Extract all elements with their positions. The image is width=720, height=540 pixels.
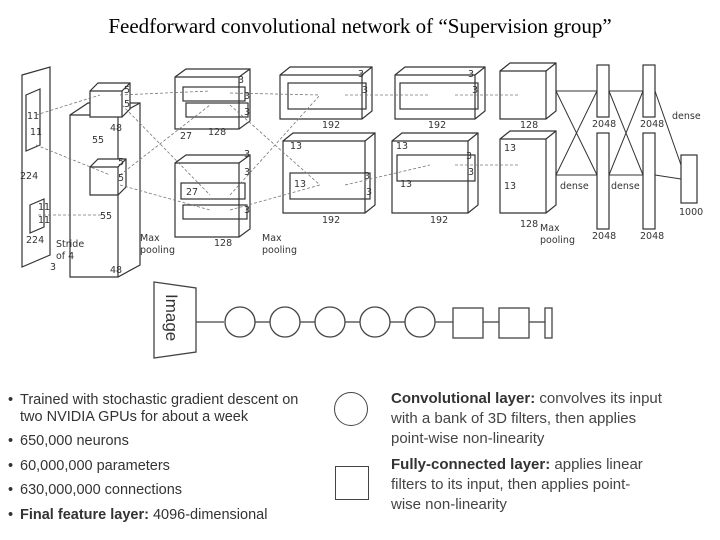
label-c3-3d: 3: [366, 187, 372, 198]
conv4-top: [394, 66, 486, 120]
fc-node-2: [498, 307, 530, 339]
label-c4-192b: 192: [430, 215, 448, 226]
label-fc-dense-c: dense: [672, 111, 701, 122]
conv-node-5: [404, 306, 436, 338]
slide-title: Feedforward convolutional network of “Su…: [108, 14, 612, 38]
label-c2-27b: 27: [186, 187, 198, 198]
label-c2-3f: 3: [244, 205, 250, 216]
label-c5-128a: 128: [520, 120, 538, 131]
conv-node-1: [224, 306, 256, 338]
input-slab: [21, 66, 51, 268]
label-c2-128a: 128: [208, 127, 226, 138]
label-c1-55a: 55: [92, 135, 104, 146]
bullet-item: •650,000 neurons: [8, 433, 129, 449]
conv2-bottom: [174, 154, 251, 238]
label-fc-2048d: 2048: [640, 231, 664, 242]
conv5-bottom: [499, 130, 557, 214]
bullet-continuation: two NVIDIA GPUs for about a week: [20, 409, 249, 425]
label-stride-of-4: of 4: [56, 251, 74, 262]
label-in-224-v: 224: [20, 171, 38, 182]
conv4-bottom: [391, 132, 479, 214]
label-fc-2048b: 2048: [640, 119, 664, 130]
label-c3-3c: 3: [364, 171, 370, 182]
label-c2-3b: 3: [244, 91, 250, 102]
bullet-item: •60,000,000 parameters: [8, 458, 170, 474]
bullet-item: •Final feature layer: 4096-dimensional: [8, 507, 268, 523]
label-c1-48a: 48: [110, 123, 122, 134]
label-c2-3d: 3: [244, 149, 250, 160]
label-pool3b: pooling: [540, 235, 575, 246]
fc6-top: [596, 64, 610, 118]
bullet-item: •Trained with stochastic gradient descen…: [8, 392, 299, 408]
label-c1-5c: 5: [118, 157, 124, 168]
label-c3-192a: 192: [322, 120, 340, 131]
bullet-item: •630,000,000 connections: [8, 482, 183, 498]
label-c1-48b: 48: [110, 265, 122, 276]
conv5-top: [499, 62, 557, 120]
label-pool2b: pooling: [262, 245, 297, 256]
label-c1-5a: 5: [124, 85, 130, 96]
label-fc-2048a: 2048: [592, 119, 616, 130]
label-pool2a: Max: [262, 233, 282, 244]
label-c1-5b: 5: [124, 99, 130, 110]
label-c3-13b: 13: [294, 179, 306, 190]
conv-legend-text: Convolutional layer: convolves its input…: [391, 390, 662, 447]
pipeline-diagram: Image: [153, 281, 553, 359]
label-c2-3a: 3: [238, 75, 244, 86]
conv-node-2: [269, 306, 301, 338]
label-c4-13a: 13: [396, 141, 408, 152]
label-c5-13a: 13: [504, 143, 516, 154]
label-fc-1000: 1000: [679, 207, 703, 218]
label-c3-192b: 192: [322, 215, 340, 226]
label-c2-3c: 3: [244, 107, 250, 118]
fc8: [680, 154, 698, 204]
label-pool1a: Max: [140, 233, 160, 244]
conv-node-3: [314, 306, 346, 338]
label-in-11d: 11: [38, 215, 50, 226]
label-fc-2048c: 2048: [592, 231, 616, 242]
label-pool3a: Max: [540, 223, 560, 234]
label-c4-3a: 3: [468, 69, 474, 80]
label-c4-3d: 3: [468, 167, 474, 178]
label-fc-dense-b: dense: [611, 181, 640, 192]
label-c4-3c: 3: [466, 151, 472, 162]
label-c3-3a: 3: [358, 69, 364, 80]
label-c3-13a: 13: [290, 141, 302, 152]
label-c4-192a: 192: [428, 120, 446, 131]
label-c2-128b: 128: [214, 238, 232, 249]
label-c4-3b: 3: [472, 85, 478, 96]
label-c2-3e: 3: [244, 167, 250, 178]
label-stride: Stride: [56, 239, 84, 250]
fc6-bottom: [596, 132, 610, 230]
label-in-11b: 11: [30, 127, 42, 138]
conv-layer-circle-icon: [334, 392, 368, 426]
conv3-top: [279, 66, 373, 120]
label-fc-dense-a: dense: [560, 181, 589, 192]
image-label: Image: [162, 294, 181, 341]
alexnet-architecture-diagram: 224 224 3 11 11 11 11 Stride of 4 55 55 …: [20, 62, 703, 278]
label-c1-55b: 55: [100, 211, 112, 222]
fc7-bottom: [642, 132, 656, 230]
fc-layer-square-icon: [335, 466, 369, 500]
conv-node-4: [359, 306, 391, 338]
fc-node-1: [452, 307, 484, 339]
label-in-3: 3: [50, 262, 56, 273]
fc-legend-text: Fully-connected layer: applies linear fi…: [391, 456, 643, 513]
label-c4-13b: 13: [400, 179, 412, 190]
conv2-top: [174, 68, 251, 130]
label-c1-5d: 5: [118, 173, 124, 184]
label-c3-3b: 3: [362, 85, 368, 96]
label-c5-13b: 13: [504, 181, 516, 192]
label-pool1b: pooling: [140, 245, 175, 256]
label-c5-128b: 128: [520, 219, 538, 230]
label-in-11a: 11: [27, 111, 39, 122]
image-plane: [153, 281, 197, 359]
label-in-224-h: 224: [26, 235, 44, 246]
label-in-11c: 11: [38, 202, 50, 213]
label-c2-27a: 27: [180, 131, 192, 142]
output-node: [544, 307, 553, 339]
fc7-top: [642, 64, 656, 118]
